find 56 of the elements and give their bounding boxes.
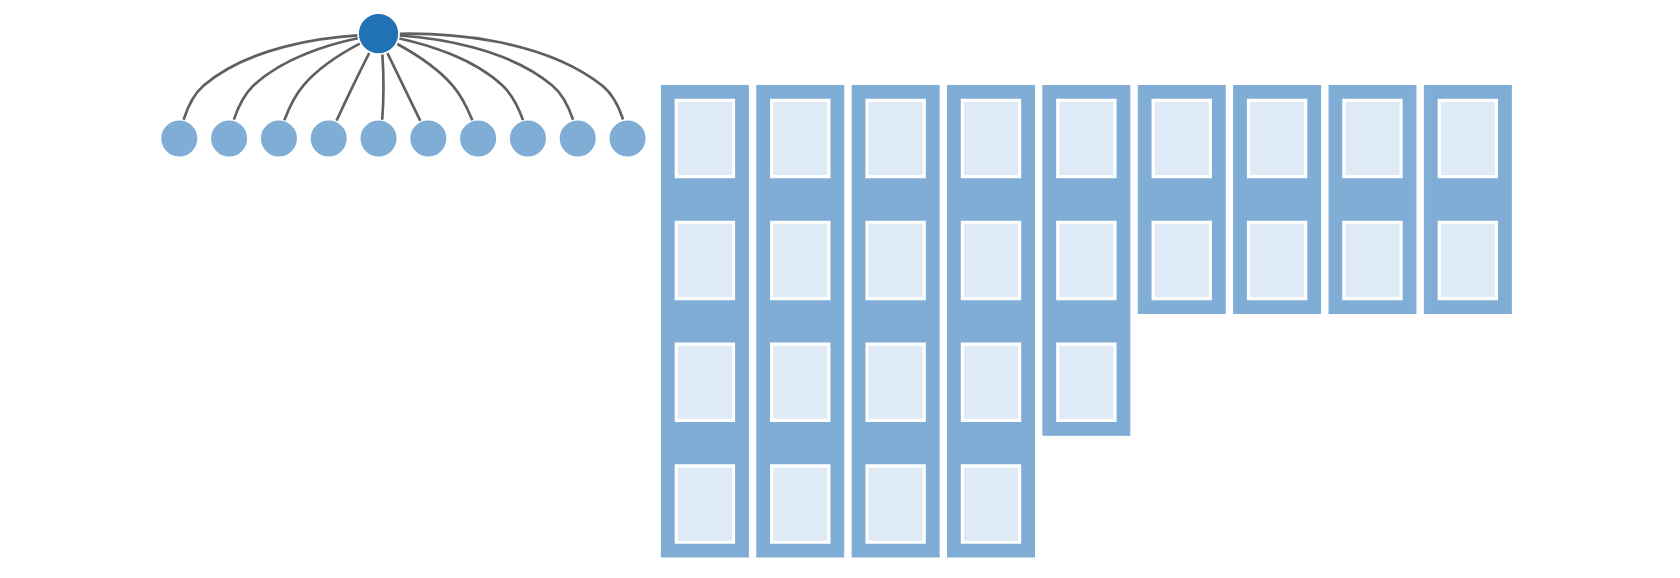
connector: [399, 34, 575, 121]
node-box: [770, 464, 831, 544]
connector: [399, 32, 625, 120]
connector: [386, 52, 422, 122]
node-box: [960, 220, 1022, 301]
node-box: [1437, 220, 1499, 301]
node-box: [865, 464, 926, 544]
node-circle: [408, 118, 449, 159]
node-box: [960, 342, 1022, 422]
node-box: [1056, 342, 1117, 422]
node-circle: [308, 118, 349, 159]
cluster: [1137, 85, 1226, 314]
node-box: [1151, 98, 1212, 179]
node-box: [1151, 220, 1212, 301]
node-box: [1246, 98, 1308, 179]
node-box: [865, 342, 926, 422]
cluster: [1423, 85, 1512, 314]
connector: [283, 42, 361, 121]
node-circle: [258, 118, 300, 159]
node-circle: [209, 118, 250, 159]
node-box: [865, 98, 926, 179]
connector: [182, 34, 358, 121]
node-box: [770, 98, 831, 179]
node-box: [1056, 220, 1117, 301]
node-circle: [358, 118, 399, 159]
connector: [335, 52, 371, 122]
cluster: [851, 85, 940, 558]
node-box: [770, 220, 831, 301]
node-circle: [458, 118, 499, 159]
node-circle: [507, 118, 549, 159]
node-box: [674, 220, 736, 301]
node-circle: [607, 118, 648, 159]
node-box: [1342, 220, 1403, 301]
cluster: [1042, 85, 1131, 436]
node-box: [770, 342, 831, 422]
node-circle: [159, 118, 200, 159]
node-circle: [557, 118, 598, 159]
node-box: [674, 98, 736, 179]
node-box: [960, 464, 1022, 544]
cluster: [947, 85, 1035, 558]
node-box: [865, 220, 926, 301]
node-box: [1246, 220, 1308, 301]
node-box: [960, 98, 1022, 179]
node-box: [1437, 98, 1499, 179]
node-box: [1056, 98, 1117, 179]
cluster: [660, 85, 749, 558]
connector: [380, 54, 385, 120]
connector: [396, 42, 474, 121]
cluster: [1233, 85, 1322, 314]
node-box: [1342, 98, 1403, 179]
cluster: [1328, 85, 1417, 314]
connector: [232, 36, 359, 121]
node-box: [674, 342, 736, 422]
cluster: [756, 85, 845, 558]
node-box: [674, 464, 736, 544]
connector: [399, 37, 525, 121]
